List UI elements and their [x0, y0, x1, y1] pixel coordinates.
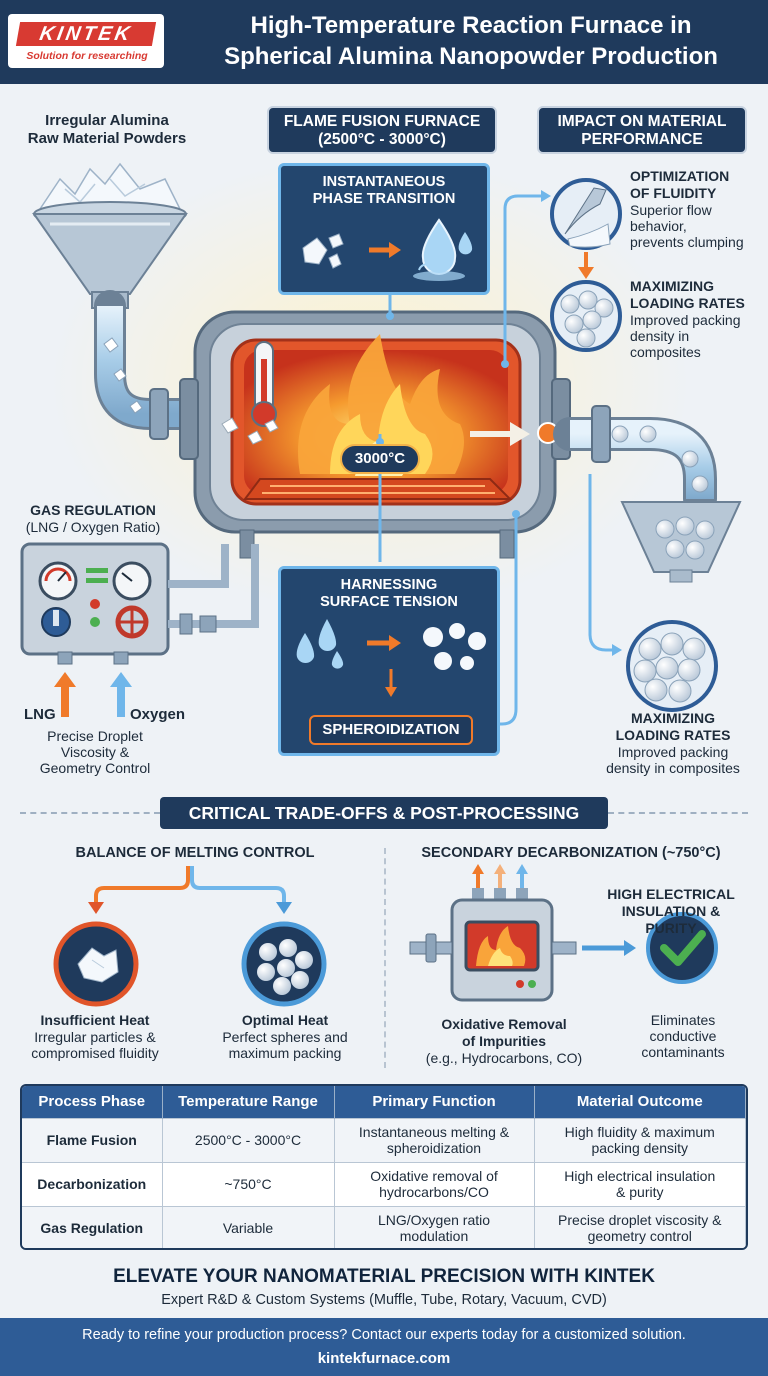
section-divider-left — [20, 812, 160, 814]
website-link[interactable]: kintekfurnace.com — [317, 1350, 451, 1367]
impact-label: IMPACT ON MATERIAL PERFORMANCE — [537, 106, 747, 154]
footer-contact-text: Ready to refine your production process?… — [82, 1327, 686, 1343]
thermometer-icon — [251, 341, 277, 427]
table-cell: Gas Regulation — [22, 1205, 163, 1248]
oxidative-removal-item: Oxidative Removal of Impurities (e.g., H… — [425, 1016, 583, 1066]
optimal-heat-item: Optimal Heat Perfect spheres and maximum… — [222, 1012, 348, 1061]
logo-wordmark: KINTEK — [15, 22, 157, 46]
melting-balance-diagram — [53, 866, 327, 1007]
process-summary-table: Process Phase Temperature Range Primary … — [20, 1084, 748, 1250]
irregular-particles-icon — [53, 921, 139, 1007]
table-header-row: Process Phase Temperature Range Primary … — [22, 1086, 746, 1118]
furnace-icon — [179, 310, 571, 559]
surface-tension-panel: HARNESSING SURFACE TENSION SPHEROIDIZATI… — [278, 566, 500, 756]
solid-to-liquid-icon — [302, 218, 473, 281]
packed-spheres-icon — [626, 620, 718, 712]
cta-subtitle: Expert R&D & Custom Systems (Muffle, Tub… — [161, 1292, 607, 1308]
table-cell: ~750°C — [162, 1161, 335, 1206]
process-diagram — [20, 154, 742, 730]
flame-fusion-label: FLAME FUSION FURNACE (2500°C - 3000°C) — [267, 106, 497, 154]
table-row: Flame Fusion 2500°C - 3000°C Instantaneo… — [22, 1117, 746, 1162]
table-header: Primary Function — [334, 1086, 535, 1118]
page-title-line1: High-Temperature Reaction Furnace in — [250, 12, 692, 39]
output-loading-rates: MAXIMIZING LOADING RATES Improved packin… — [606, 710, 740, 776]
table-cell: Decarbonization — [22, 1161, 163, 1206]
table-cell: Flame Fusion — [22, 1117, 163, 1162]
table-row: Gas Regulation Variable LNG/Oxygen ratio… — [22, 1205, 746, 1248]
raw-material-label: Irregular Alumina Raw Material Powders — [27, 112, 187, 147]
temperature-badge: 3000°C — [340, 444, 420, 474]
page-title-line2: Spherical Alumina Nanopowder Production — [224, 43, 718, 70]
gas-control-panel-icon — [20, 542, 170, 665]
droplet-control-note: Precise Droplet Viscosity & Geometry Con… — [39, 728, 151, 776]
tradeoffs-title: CRITICAL TRADE-OFFS & POST-PROCESSING — [160, 797, 608, 829]
table-cell: High electrical insulation& purity — [534, 1161, 746, 1206]
table-header: Material Outcome — [534, 1086, 746, 1118]
insulation-description: Eliminates conductive contaminants — [641, 1012, 725, 1060]
droplet-to-sphere-icon — [296, 619, 486, 697]
insufficient-heat-item: Insufficient Heat Irregular particles & … — [31, 1012, 159, 1061]
loading-rates-item: MAXIMIZING LOADING RATES Improved packin… — [630, 278, 745, 360]
section-divider-right — [608, 812, 748, 814]
spheroidization-label: SPHEROIDIZATION — [309, 715, 473, 745]
collector-funnel-icon — [620, 501, 742, 583]
logo-tagline: Solution for researching — [26, 50, 148, 62]
fluidity-icon — [550, 178, 622, 250]
fluidity-item: OPTIMIZATION OF FLUIDITY Superior flow b… — [630, 168, 744, 250]
table-row: Decarbonization ~750°C Oxidative removal… — [22, 1161, 746, 1206]
table-header: Process Phase — [22, 1086, 163, 1118]
column-divider — [384, 848, 386, 1068]
table-cell: 2500°C - 3000°C — [162, 1117, 335, 1162]
phase-transition-panel: INSTANTANEOUS PHASE TRANSITION — [278, 163, 490, 295]
insulation-heading: HIGH ELECTRICAL INSULATION & PURITY — [607, 886, 735, 936]
lng-label: LNG — [24, 706, 56, 723]
table-header: Temperature Range — [162, 1086, 335, 1118]
balance-title: BALANCE OF MELTING CONTROL — [75, 845, 315, 861]
decarbonization-title: SECONDARY DECARBONIZATION (~750°C) — [421, 845, 721, 861]
oxygen-label: Oxygen — [130, 706, 186, 723]
hopper-icon — [32, 201, 188, 309]
decarb-furnace-icon — [409, 864, 577, 1002]
check-purity-icon — [646, 912, 718, 984]
footer-banner — [0, 1318, 768, 1376]
table-cell: Variable — [162, 1205, 335, 1248]
decarbonization-diagram — [409, 864, 718, 1002]
table-cell: Precise droplet viscosity &geometry cont… — [534, 1205, 746, 1248]
optimal-spheres-icon — [241, 921, 327, 1007]
table-cell: Instantaneous melting &spheroidization — [334, 1117, 535, 1162]
gas-regulation-label: GAS REGULATION (LNG / Oxygen Ratio) — [25, 502, 161, 535]
loading-spheres-icon — [550, 280, 622, 352]
cta-title: ELEVATE YOUR NANOMATERIAL PRECISION WITH… — [113, 1266, 655, 1287]
